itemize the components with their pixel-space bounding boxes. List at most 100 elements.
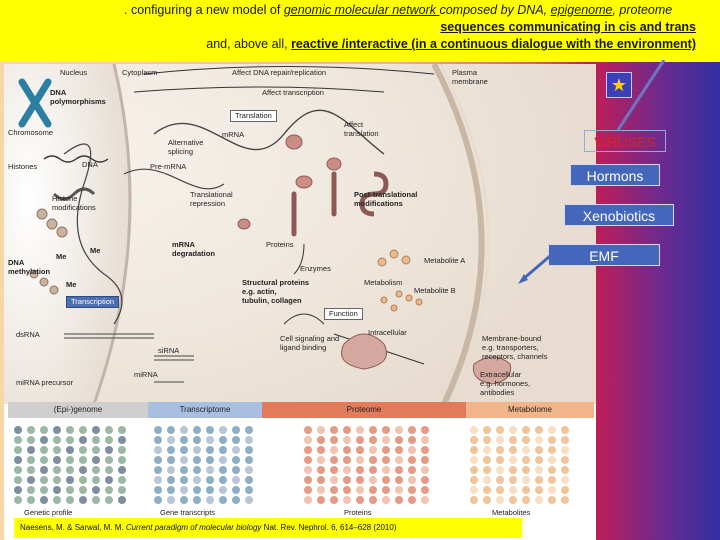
profile-dot <box>40 426 48 434</box>
profile-dot <box>105 466 113 474</box>
profile-dot <box>382 446 390 454</box>
profile-dot <box>369 466 377 474</box>
profile-dot <box>496 466 504 474</box>
profile-dot <box>548 496 556 504</box>
profile-dot <box>382 476 390 484</box>
label-affect-transcription: Affect transcription <box>262 88 324 97</box>
header-line-3: and, above all, reactive /interactive (i… <box>206 37 696 51</box>
profile-dot <box>118 496 126 504</box>
figure-drawing: Nucleus Cytoplasm Affect DNA repair/repl… <box>4 64 596 540</box>
label-plasma-membrane: Plasma membrane <box>452 68 488 86</box>
header-line1-prefix: . configuring a new model of <box>124 3 284 17</box>
profile-dot <box>470 456 478 464</box>
profile-dot <box>154 496 162 504</box>
profile-dot <box>27 486 35 494</box>
profile-dot <box>343 446 351 454</box>
profile-dot <box>14 486 22 494</box>
profile-dot <box>304 496 312 504</box>
profile-dot <box>343 496 351 504</box>
dna-coil <box>43 155 109 163</box>
profile-dot <box>483 466 491 474</box>
profile-dot <box>408 446 416 454</box>
profile-dot <box>535 476 543 484</box>
profile-dot <box>470 436 478 444</box>
label-alt-splicing: Alternative splicing <box>168 138 204 156</box>
plasma-membrane <box>431 64 485 406</box>
label-metabolite-a: Metabolite A <box>424 256 466 265</box>
label-histones: Histones <box>8 162 38 171</box>
profile-dot <box>219 446 227 454</box>
profile-dot <box>245 486 253 494</box>
profile-dot <box>535 436 543 444</box>
profile-dot <box>40 476 48 484</box>
profile-dot <box>193 426 201 434</box>
profile-dot <box>561 496 569 504</box>
profile-dot <box>180 496 188 504</box>
profile-dot <box>167 496 175 504</box>
label-sirna: siRNA <box>158 346 180 355</box>
label-mrna-degradation: mRNA degradation <box>172 240 215 258</box>
profile-dot <box>509 486 517 494</box>
profile-dot <box>105 486 113 494</box>
profile-dot <box>509 456 517 464</box>
profile-dot <box>40 456 48 464</box>
star-icon: ★ <box>606 72 632 98</box>
profile-dot <box>395 456 403 464</box>
factor-viruses: VIRUSES <box>584 130 666 152</box>
profile-dot <box>408 436 416 444</box>
profile-dot <box>382 436 390 444</box>
label-dna-polymorphisms: DNA polymorphisms <box>50 88 106 106</box>
label-affect-dna: Affect DNA repair/replication <box>232 68 327 77</box>
profile-dot <box>27 466 35 474</box>
profile-dot <box>356 436 364 444</box>
label-metabolism: Metabolism <box>364 278 403 287</box>
profile-dot <box>330 486 338 494</box>
label-enzymes: Enzymes <box>300 264 331 273</box>
profile-dot <box>421 496 429 504</box>
profile-dot <box>14 436 22 444</box>
profile-dot <box>27 496 35 504</box>
profile-dot <box>535 426 543 434</box>
profile-dot <box>496 476 504 484</box>
profile-dot <box>421 476 429 484</box>
profile-dot <box>154 426 162 434</box>
profile-dot <box>66 456 74 464</box>
profile-dot <box>382 466 390 474</box>
profile-dot <box>356 476 364 484</box>
profile-dot <box>304 436 312 444</box>
profile-dot <box>408 456 416 464</box>
profile-dot <box>180 446 188 454</box>
figure-svg <box>4 64 596 406</box>
factor-hormons: Hormons <box>570 164 660 186</box>
profile-dot <box>27 456 35 464</box>
profile-dot <box>356 466 364 474</box>
nuclear-envelope <box>92 64 132 405</box>
profile-dot <box>395 426 403 434</box>
profile-dot <box>330 456 338 464</box>
profile-dot <box>421 466 429 474</box>
profile-dot <box>167 486 175 494</box>
profile-dot <box>330 436 338 444</box>
profile-dot <box>27 476 35 484</box>
profile-dot <box>79 446 87 454</box>
profile-dot <box>14 456 22 464</box>
label-me-1: Me <box>90 246 101 255</box>
profile-dot <box>561 486 569 494</box>
profile-dot <box>483 496 491 504</box>
profile-dot <box>330 476 338 484</box>
slide-header: . configuring a new model of genomic mol… <box>0 0 720 62</box>
profile-dot <box>535 486 543 494</box>
profile-dot <box>304 446 312 454</box>
omics-bar: (Epi-)genome Transcriptome Proteome Meta… <box>8 402 594 418</box>
profile-dot <box>496 446 504 454</box>
profile-dot <box>408 486 416 494</box>
profile-dot <box>14 446 22 454</box>
profile-dot <box>193 486 201 494</box>
profile-dot <box>79 466 87 474</box>
profile-dot <box>66 446 74 454</box>
profile-dot <box>330 446 338 454</box>
label-structural: Structural proteins e.g. actin, tubulin,… <box>242 278 310 305</box>
profile-dot <box>232 466 240 474</box>
profile-dot <box>245 456 253 464</box>
profile-dot <box>304 466 312 474</box>
